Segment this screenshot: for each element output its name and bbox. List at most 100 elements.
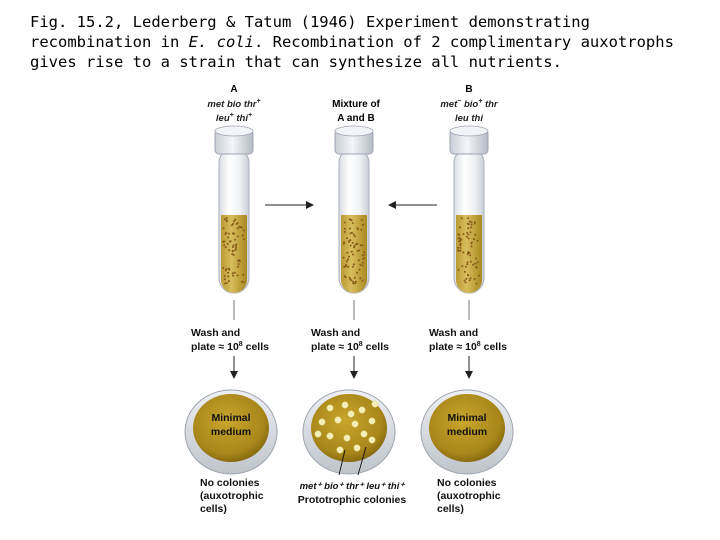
colony	[318, 418, 326, 426]
bacterium-dot	[363, 253, 366, 256]
bacterium-dot	[343, 227, 346, 230]
bacterium-dot	[469, 277, 472, 280]
colony	[353, 444, 361, 452]
bacterium-dot	[225, 231, 227, 234]
bacterium-dot	[466, 253, 469, 256]
tube-mix-bacteria	[342, 218, 366, 285]
tube-b-genotype-line2: leu thi	[455, 113, 483, 124]
bacterium-dot	[475, 282, 478, 285]
result-right-line2: (auxotrophic	[437, 490, 501, 502]
bacterium-dot	[352, 282, 355, 285]
mix-label-line2: A and B	[337, 113, 374, 124]
figure-caption: Fig. 15.2, Lederberg & Tatum (1946) Expe…	[30, 12, 710, 72]
bacterium-dot	[346, 251, 349, 254]
bacterium-dot	[352, 280, 355, 283]
bacterium-dot	[359, 244, 362, 247]
svg-text:plate ≈ 108 cells: plate ≈ 108 cells	[191, 341, 269, 353]
bacterium-dot	[361, 279, 364, 282]
colony	[336, 446, 344, 454]
bacterium-dot	[224, 269, 227, 272]
prototroph-genotype: met⁺ bio⁺ thr⁺ leu⁺ thi⁺	[300, 481, 406, 492]
result-right-line3: cells)	[437, 503, 464, 515]
bacterium-dot	[467, 274, 470, 277]
bacterium-dot	[223, 240, 226, 243]
test-tube-a	[214, 125, 254, 294]
bacterium-dot	[472, 263, 474, 266]
step-label-mix: Wash and plate ≈ 108 cells	[311, 327, 389, 353]
petri-dish-b: Minimal medium	[420, 389, 514, 475]
bacterium-dot	[459, 244, 462, 247]
svg-text:Wash and: Wash and	[429, 327, 478, 339]
result-right-line1: No colonies	[437, 477, 497, 489]
bacterium-dot	[343, 230, 346, 233]
bacterium-dot	[348, 276, 351, 279]
bacterium-dot	[235, 243, 238, 246]
bacterium-dot	[476, 239, 479, 242]
tube-a-genotype-line1: met bio thr+	[207, 98, 260, 110]
bacterium-dot	[461, 265, 464, 268]
bacterium-dot	[343, 221, 346, 224]
bacterium-dot	[474, 257, 477, 260]
bacterium-dot	[351, 241, 354, 244]
bacterium-dot	[352, 253, 354, 256]
tube-b-letter: B	[465, 84, 472, 95]
tube-b-label: B met− bio+ thr leu thi	[440, 84, 499, 124]
step-label-a: Wash and plate ≈ 108 cells	[191, 327, 269, 353]
bacterium-dot	[459, 238, 462, 241]
bacterium-dot	[457, 237, 460, 240]
bacterium-dot	[361, 223, 364, 226]
bacterium-dot	[359, 277, 362, 280]
colony	[368, 417, 376, 425]
test-tube-mix	[334, 125, 374, 294]
bacterium-dot	[465, 277, 468, 280]
bacterium-dot	[227, 275, 230, 278]
bacterium-dot	[233, 271, 236, 274]
bacterium-dot	[344, 263, 347, 266]
bacterium-dot	[466, 261, 469, 264]
colony	[368, 436, 376, 444]
colony	[351, 420, 359, 428]
bacterium-dot	[363, 257, 366, 260]
bacterium-dot	[470, 245, 473, 248]
mix-label-line1: Mixture of	[332, 99, 380, 110]
bacterium-dot	[222, 266, 225, 269]
bacterium-dot	[232, 220, 235, 223]
bacterium-dot	[459, 249, 462, 252]
bacterium-dot	[353, 235, 356, 238]
bacterium-dot	[354, 280, 357, 283]
tube-a-genotype-line2: leu+ thi+	[216, 112, 252, 124]
bacterium-dot	[463, 270, 466, 273]
bacterium-dot	[463, 279, 466, 282]
bacterium-dot	[231, 246, 234, 248]
bacterium-dot	[342, 242, 345, 245]
colony	[334, 416, 342, 424]
bacterium-dot	[360, 218, 363, 221]
bacterium-dot	[235, 222, 238, 225]
bacterium-dot	[344, 276, 347, 279]
bacterium-dot	[230, 224, 233, 227]
svg-text:Wash and: Wash and	[311, 327, 360, 339]
bacterium-dot	[223, 278, 226, 281]
bacterium-dot	[467, 233, 470, 236]
bacterium-dot	[470, 241, 473, 244]
tube-b-bacteria	[457, 217, 481, 285]
bacterium-dot	[232, 274, 234, 277]
bacterium-dot	[469, 254, 472, 257]
bacterium-dot	[465, 235, 468, 238]
bacterium-dot	[467, 217, 470, 220]
bacterium-dot	[227, 232, 230, 235]
bacterium-dot	[343, 265, 346, 268]
colony	[343, 434, 351, 442]
bacterium-dot	[473, 278, 476, 280]
bacterium-dot	[469, 260, 472, 263]
bacterium-dot	[460, 217, 463, 220]
bacterium-dot	[236, 235, 239, 238]
bacterium-dot	[470, 221, 473, 224]
bacterium-dot	[476, 261, 479, 264]
bacterium-dot	[361, 254, 364, 257]
bacterium-dot	[361, 261, 364, 264]
bacterium-dot	[232, 254, 235, 256]
bacterium-dot	[346, 260, 348, 263]
bacterium-dot	[470, 226, 473, 229]
